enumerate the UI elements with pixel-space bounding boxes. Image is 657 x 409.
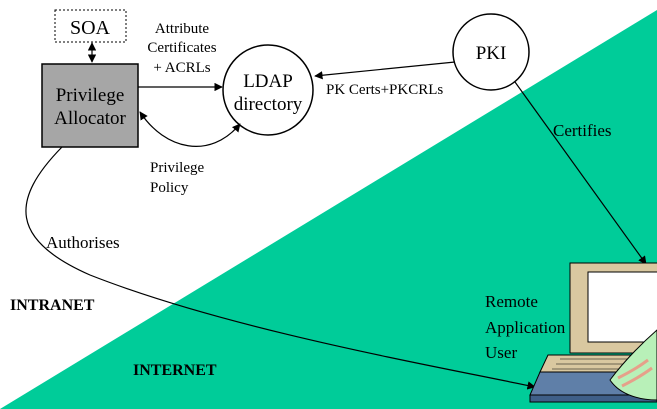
certifies-label: Certifies [553,121,612,140]
intranet-label: INTRANET [10,297,95,314]
internet-label: INTERNET [133,362,217,379]
pki-node: PKI [452,13,530,91]
privilege-policy-line1: Privilege [150,160,204,176]
ldap-node: LDAP directory [222,44,314,136]
pk-certs-arrow [314,61,456,80]
privilege-allocator-line1: Privilege [56,85,125,106]
soa-node: SOA [54,9,127,43]
certifies-arrow [514,81,647,265]
privilege-allocator-line2: Allocator [54,108,126,129]
privilege-policy-line2: Policy [150,180,189,196]
user-line1: Remote [485,292,538,311]
user-line2: Application [485,318,566,337]
attribute-certs-line3: + ACRLs [153,60,210,76]
attribute-certs-line2: Certificates [147,40,216,56]
soa-label: SOA [70,17,111,39]
pk-certs-label: PK Certs+PKCRLs [326,82,443,98]
authorises-label: Authorises [46,233,120,252]
pki-label: PKI [476,43,507,64]
attribute-certs-line1: Attribute [155,21,209,37]
user-line3: User [485,343,517,362]
hand-icon [609,329,657,401]
ldap-line1: LDAP [243,71,293,92]
authorises-arrow [25,146,536,390]
internet-zone [0,10,657,409]
privilege-policy-arrow [139,111,241,147]
ldap-line2: directory [234,94,303,115]
privilege-allocator-node: Privilege Allocator [41,63,139,148]
